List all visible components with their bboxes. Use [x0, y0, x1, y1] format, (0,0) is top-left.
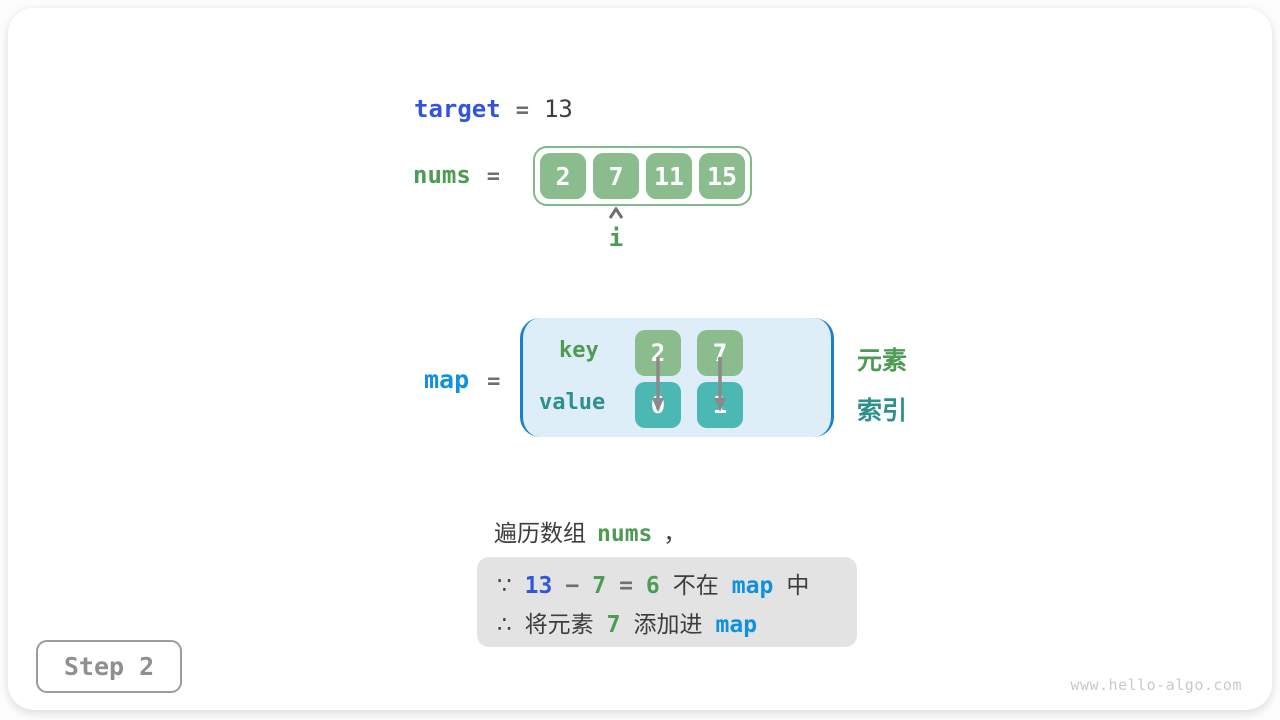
legend-index-label: 索引: [857, 396, 908, 425]
target-line: target = 13: [414, 95, 573, 123]
note-map-code-2: map: [715, 611, 758, 638]
note-text-b: 添加进: [633, 611, 703, 638]
nums-cell-3: 15: [699, 153, 745, 199]
up-caret-icon: [608, 206, 624, 219]
note-element-num: 7: [606, 611, 621, 638]
nums-equals-sign: =: [486, 164, 501, 189]
target-value: 13: [543, 95, 573, 123]
key-to-value-arrow-icon: [714, 357, 726, 412]
caption-nums-code: nums: [597, 521, 653, 547]
note-map-code-1: map: [731, 572, 774, 599]
note-text-mid: 不在: [672, 572, 719, 599]
note-subtrahend: 7: [592, 572, 607, 599]
nums-variable: nums: [413, 161, 471, 189]
map-equals-sign: =: [487, 369, 501, 394]
caption-text-after: ，: [663, 521, 687, 547]
note-minuend: 13: [524, 572, 553, 599]
watermark: www.hello-algo.com: [1070, 676, 1242, 694]
note-text-end: 中: [786, 572, 810, 599]
map-value-row-label: value: [539, 390, 606, 415]
map-variable: map: [424, 365, 470, 394]
diagram-card: target = 13 nums = 2 7 11 15 i map = key…: [8, 8, 1272, 710]
target-equals-sign: =: [515, 98, 529, 123]
target-variable: target: [414, 95, 501, 123]
nums-line-label: nums =: [413, 161, 500, 189]
caption-line: 遍历数组 nums ，: [494, 514, 686, 548]
note-difference: 6: [645, 572, 660, 599]
caption-text-before: 遍历数组: [494, 521, 586, 547]
nums-cell-0: 2: [540, 153, 586, 199]
because-symbol: ∵: [497, 572, 512, 599]
nums-cell-2: 11: [646, 153, 692, 199]
note-equals-sign: =: [619, 572, 633, 599]
map-container: key value 2 7 0 1: [520, 318, 834, 437]
nums-cell-1: 7: [593, 153, 639, 199]
minus-sign: −: [565, 572, 580, 599]
note-box: ∵ 13 − 7 = 6 不在 map 中 ∴ 将元素 7 添加进 map: [477, 557, 857, 647]
note-line-2: ∴ 将元素 7 添加进 map: [497, 605, 837, 639]
index-pointer-label: i: [608, 224, 624, 252]
map-line-label: map =: [424, 365, 500, 394]
step-badge: Step 2: [36, 640, 182, 693]
map-key-row-label: key: [559, 338, 599, 363]
key-to-value-arrow-icon: [652, 357, 664, 412]
note-text-a: 将元素: [524, 611, 594, 638]
therefore-symbol: ∴: [497, 611, 512, 638]
note-line-1: ∵ 13 − 7 = 6 不在 map 中: [497, 566, 837, 600]
nums-array-container: 2 7 11 15: [533, 146, 752, 206]
legend-element-label: 元素: [857, 346, 908, 375]
